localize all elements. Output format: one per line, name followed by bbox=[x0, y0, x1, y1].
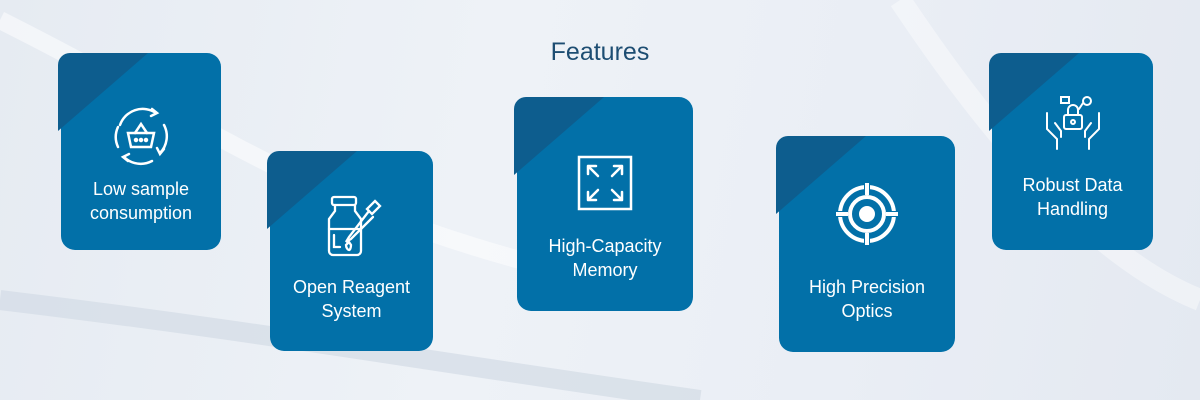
label-line: High-Capacity bbox=[548, 236, 662, 256]
label-line: Handling bbox=[1036, 199, 1109, 219]
feature-card-data: Robust Data Handling bbox=[989, 53, 1153, 250]
label-line: Optics bbox=[841, 301, 893, 321]
label-line: Low sample bbox=[92, 179, 190, 199]
label-line: Open Reagent bbox=[292, 277, 411, 297]
feature-card-low-sample: Low sample consumption bbox=[58, 53, 221, 250]
feature-label: Open Reagent System bbox=[270, 275, 433, 323]
feature-label: Low sample consumption bbox=[61, 177, 221, 225]
label-line: Robust Data bbox=[1022, 175, 1123, 195]
basket-cycle-icon bbox=[114, 107, 169, 166]
page-title: Features bbox=[550, 38, 650, 66]
hands-lock-icon bbox=[1045, 96, 1100, 150]
label-line: High Precision bbox=[808, 277, 926, 297]
target-icon bbox=[834, 181, 900, 247]
label-line: System bbox=[321, 301, 382, 321]
label-line: consumption bbox=[89, 203, 193, 223]
bottle-dropper-icon bbox=[327, 195, 382, 257]
feature-card-memory: High-Capacity Memory bbox=[514, 97, 693, 311]
label-line: Memory bbox=[572, 260, 638, 280]
feature-card-optics: High Precision Optics bbox=[776, 136, 955, 352]
feature-label: Robust Data Handling bbox=[992, 173, 1153, 221]
feature-label: High Precision Optics bbox=[779, 275, 955, 323]
expand-icon bbox=[577, 155, 633, 211]
feature-card-open-reagent: Open Reagent System bbox=[267, 151, 433, 351]
feature-label: High-Capacity Memory bbox=[517, 234, 693, 282]
